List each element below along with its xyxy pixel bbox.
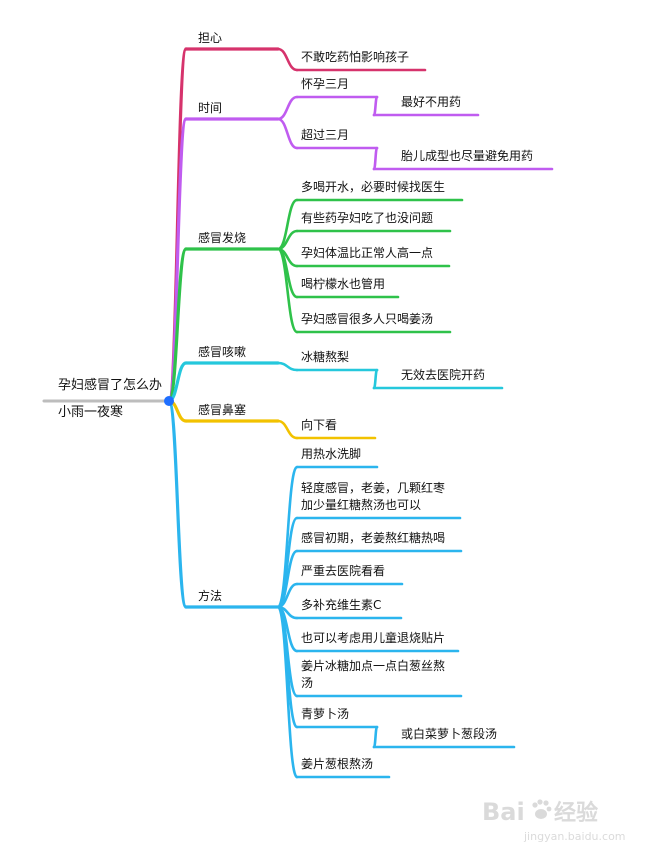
- branch-label: 担心: [198, 31, 222, 45]
- child-connector: [276, 247, 299, 334]
- branch-1: 时间: [198, 101, 222, 115]
- root-topic: 孕妇感冒了怎么办: [58, 377, 162, 393]
- child-label: 姜片冰糖加点一点白葱丝熬: [301, 658, 445, 673]
- root-node-dot: [164, 396, 174, 406]
- branch-label: 感冒咳嗽: [198, 344, 246, 359]
- child-label: 用热水洗脚: [301, 446, 361, 461]
- child-label: 向下看: [301, 417, 337, 432]
- grandchild-connector: [372, 95, 379, 117]
- watermark-url: jingyan.baidu.com: [523, 830, 626, 843]
- child-label: 冰糖熬梨: [301, 349, 349, 364]
- child-label: 超过三月: [301, 127, 349, 142]
- child-label-line2: 汤: [301, 676, 313, 690]
- branch-label: 时间: [198, 101, 222, 115]
- child-connector: [276, 419, 299, 440]
- branch-connector: [167, 247, 188, 403]
- child-connector: [276, 95, 299, 121]
- branch-label: 方法: [198, 588, 222, 603]
- grandchild-label: 最好不用药: [401, 95, 461, 109]
- branch-2: 感冒发烧: [198, 230, 246, 245]
- child-label: 多喝开水，必要时候找医生: [301, 180, 445, 194]
- grandchild-label: 无效去医院开药: [401, 367, 485, 382]
- grandchild-connector: [372, 368, 379, 390]
- branch-0: 担心: [198, 31, 222, 45]
- child-label: 轻度感冒，老姜，几颗红枣: [301, 480, 445, 495]
- grandchild-label: 或白菜萝卜葱段汤: [401, 726, 497, 741]
- watermark-brand: Bai: [482, 798, 525, 826]
- branch-connector: [167, 399, 188, 609]
- baidu-jingyan-watermark: Bai 经验 jingyan.baidu.com: [482, 798, 626, 843]
- child-connector: [276, 361, 299, 372]
- branch-label: 感冒发烧: [198, 230, 246, 245]
- branch-label: 感冒鼻塞: [198, 402, 246, 417]
- child-label-line2: 加少量红糖熬汤也可以: [301, 497, 421, 512]
- child-label: 感冒初期，老姜熬红糖热喝: [301, 530, 445, 545]
- watermark-suffix: 经验: [554, 800, 598, 826]
- paw-icon: [532, 799, 552, 819]
- branch-3: 感冒咳嗽: [198, 344, 246, 359]
- child-label: 姜片葱根熬汤: [301, 756, 373, 771]
- grandchild-connector: [372, 725, 379, 749]
- child-label: 孕妇体温比正常人高一点: [301, 245, 433, 260]
- grandchild-connector: [372, 146, 379, 171]
- child-label: 怀孕三月: [301, 77, 349, 91]
- grandchild-label: 胎儿成型也尽量避免用药: [401, 148, 533, 163]
- child-label: 青萝卜汤: [301, 707, 349, 721]
- child-label: 也可以考虑用儿童退烧贴片: [301, 630, 445, 645]
- branch-4: 感冒鼻塞: [198, 402, 246, 417]
- child-connector: [276, 605, 299, 779]
- child-label: 孕妇感冒很多人只喝姜汤: [301, 311, 433, 326]
- child-label: 喝柠檬水也管用: [301, 276, 385, 291]
- child-connector: [276, 117, 299, 150]
- branch-5: 方法: [198, 588, 222, 603]
- child-label: 多补充维生素C: [301, 597, 381, 612]
- child-connector: [276, 47, 299, 72]
- root-subtitle: 小雨一夜寒: [58, 404, 123, 420]
- child-label: 严重去医院看看: [301, 564, 385, 578]
- child-label: 不敢吃药怕影响孩子: [301, 49, 409, 64]
- child-label: 有些药孕妇吃了也没问题: [301, 210, 433, 225]
